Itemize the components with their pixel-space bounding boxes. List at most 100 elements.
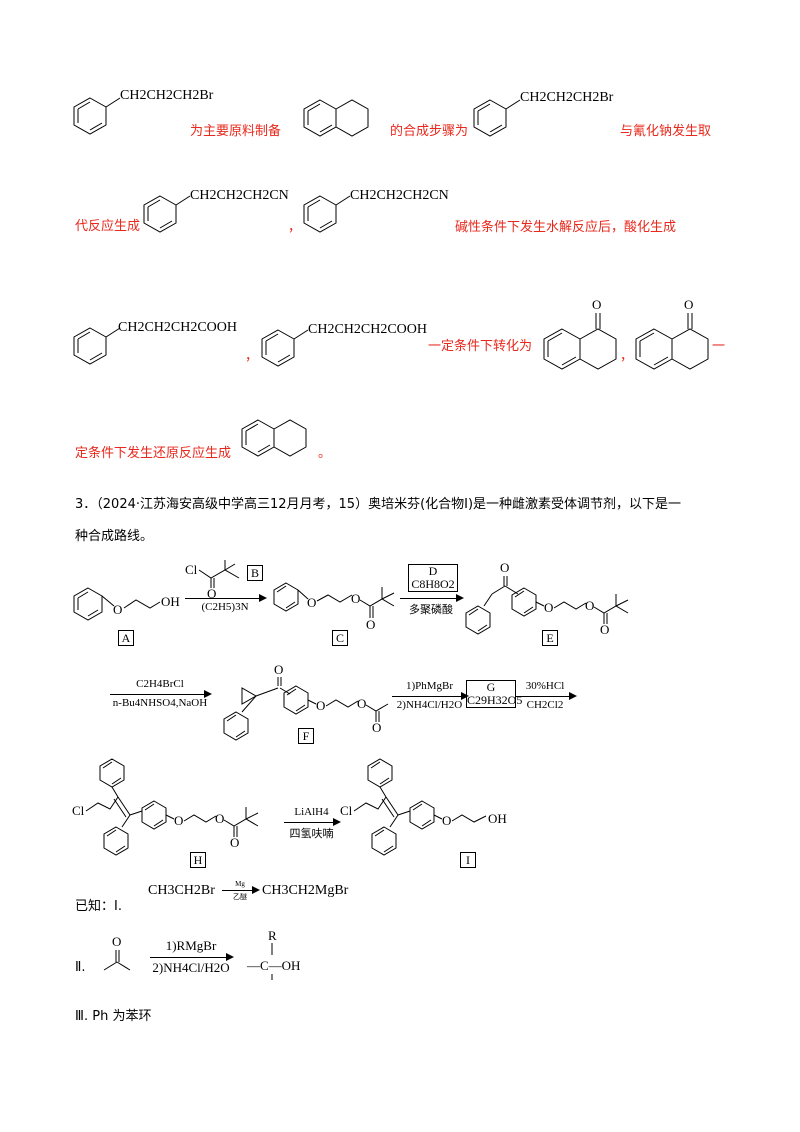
svg-text:O: O (113, 602, 122, 617)
svg-text:Cl: Cl (72, 803, 85, 818)
svg-text:O: O (442, 813, 451, 828)
known-label-2: Ⅱ. (75, 960, 86, 975)
tetralone-structure-2: O (635, 297, 709, 370)
tetralin-structure (303, 99, 369, 137)
svg-text:O: O (357, 696, 366, 711)
comma-r3-2: ， (620, 349, 634, 364)
phenylbutyric-acid-structure-2 (261, 329, 309, 367)
phenylbutyronitrile-structure (143, 195, 191, 233)
svg-text:OH: OH (488, 811, 507, 826)
compound-F-structure: O O O O (223, 662, 389, 741)
text-r1-c: 与氰化钠发生取 (620, 124, 712, 139)
svg-text:O: O (592, 297, 601, 312)
svg-text:Cl: Cl (185, 562, 198, 577)
alcohol-structure: R —C—OH (246, 928, 300, 980)
known-label-1: 已知：Ⅰ. (75, 899, 122, 914)
formula-r2: CH2CH2CH2CN (190, 188, 289, 203)
eq1-cond-top: Mg (235, 880, 245, 888)
reagent-B-structure: Cl O (185, 560, 240, 601)
cond-step4-above: 1)PhMgBr (405, 680, 454, 692)
svg-text:O: O (500, 560, 509, 575)
phenylbutyronitrile-structure-2 (303, 195, 351, 233)
text-r2-b: 碱性条件下发生水解反应后，酸化生成 (455, 220, 677, 235)
eq2-cond-top: 1)RMgBr (165, 938, 217, 953)
phenylbutyric-acid-structure (73, 327, 121, 365)
ketone-structure: O (103, 934, 131, 971)
svg-text:O: O (684, 297, 693, 312)
label-H: H (190, 852, 206, 868)
phenylpropyl-bromide-structure (73, 97, 121, 135)
svg-text:O: O (174, 813, 183, 828)
label-C: C (332, 630, 348, 646)
compound-I-structure: Cl O OH (340, 758, 507, 856)
svg-text:O: O (274, 662, 283, 677)
reagent-D-box: D C8H8O2 (408, 564, 458, 592)
text-r3-a: 一定条件下转化为 (428, 339, 533, 354)
eq1-left: CH3CH2Br (148, 883, 215, 898)
compound-A-structure: O OH (73, 587, 180, 621)
arrow-step3 (110, 690, 212, 698)
cond-step2: 多聚磷酸 (409, 603, 453, 616)
svg-text:O: O (600, 622, 609, 637)
label-B: B (247, 565, 263, 581)
cond-step5-below: CH2Cl2 (526, 699, 564, 711)
phenylpropyl-bromide-structure-2 (473, 99, 521, 137)
label-G: G (486, 680, 496, 694)
cond-step5-above: 30%HCl (525, 680, 565, 692)
G-formula: C29H32O5 (467, 693, 523, 707)
comma-r2: ， (288, 220, 302, 235)
cond-step6-above: LiAlH4 (294, 806, 329, 818)
text-r1-b: 的合成步骤为 (390, 124, 469, 139)
text-r2-a: 代反应生成 (75, 219, 141, 234)
compound-E-structure: O O O O (465, 560, 629, 637)
text-r4: 定条件下发生还原反应生成 (75, 446, 232, 461)
svg-text:O: O (372, 720, 381, 735)
cond-step1: (C2H5)3N (201, 601, 249, 613)
question-line1: 3．（2024·江苏海安高级中学高三12月月考，15）奥培米芬(化合物I)是一种… (75, 497, 682, 512)
svg-text:Cl: Cl (340, 803, 353, 818)
compound-C-structure: O O O (273, 582, 395, 632)
text-r3-b: 一 (712, 339, 726, 354)
cond-step6-below: 四氢呋喃 (289, 827, 334, 840)
formula-r3-2: CH2CH2CH2COOH (308, 322, 428, 337)
text-r4-end: 。 (318, 446, 332, 461)
svg-text:O: O (316, 698, 325, 713)
arrow-step5 (515, 692, 577, 700)
formula-r1-2: CH2CH2CH2Br (520, 90, 614, 105)
svg-text:O: O (544, 600, 553, 615)
arrow-step2 (400, 594, 464, 602)
label-I: I (460, 852, 476, 868)
svg-text:O: O (230, 835, 239, 850)
svg-text:O: O (307, 595, 316, 610)
eq1-right: CH3CH2MgBr (262, 883, 349, 898)
label-E: E (542, 630, 558, 646)
comma-r3: ， (245, 349, 259, 364)
svg-text:OH: OH (161, 594, 180, 609)
formula-r2-2: CH2CH2CH2CN (350, 188, 449, 203)
arrow-step6 (284, 818, 341, 826)
cond-step3-below: n-Bu4NHSO4,NaOH (112, 697, 208, 709)
label-F: F (298, 728, 314, 744)
question-line2: 种合成路线。 (75, 529, 154, 544)
label-A: A (118, 630, 134, 646)
svg-text:O: O (351, 591, 360, 606)
compound-H-structure: Cl O O O (72, 758, 259, 856)
eq2-arrow (150, 953, 234, 961)
tetralone-structure: O (543, 297, 617, 370)
eq1-arrow (222, 886, 260, 894)
eq2-cond-bottom: 2)NH4Cl/H2O (152, 960, 230, 975)
eq1-cond-bottom: 乙醚 (233, 893, 247, 901)
svg-text:O: O (215, 811, 224, 826)
known-label-3: Ⅲ. Ph 为苯环 (75, 1009, 152, 1024)
formula-r3: CH2CH2CH2COOH (118, 320, 238, 335)
svg-text:O: O (366, 617, 375, 632)
D-formula: C8H8O2 (411, 577, 455, 591)
arrow-step1 (185, 594, 267, 602)
text-r1-a: 为主要原料制备 (190, 124, 282, 139)
cond-step4-below: 2)NH4Cl/H2O (396, 699, 463, 711)
tetralin-structure-2 (241, 419, 307, 457)
svg-text:O: O (585, 598, 594, 613)
svg-text:—C—OH: —C—OH (246, 958, 300, 973)
arrow-step4 (392, 692, 469, 700)
label-D: D (428, 564, 438, 578)
